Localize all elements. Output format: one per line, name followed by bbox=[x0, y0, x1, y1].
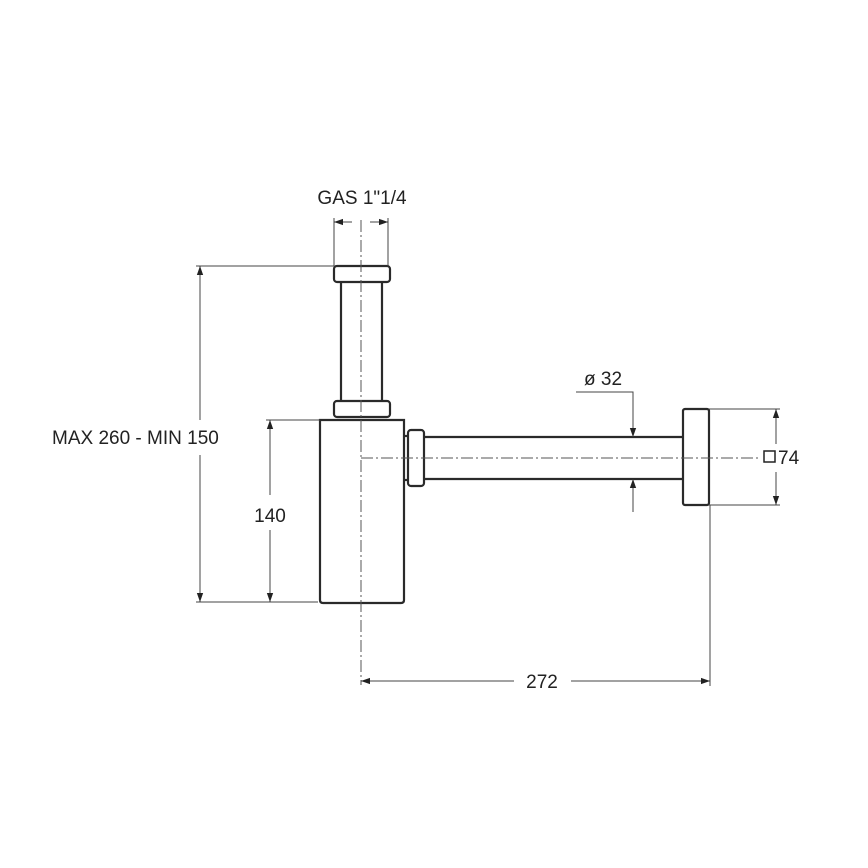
body-height-label: 140 bbox=[254, 506, 286, 527]
flange-size-label: 74 bbox=[778, 448, 800, 469]
dimension-height-range: MAX 260 - MIN 150 bbox=[52, 265, 334, 603]
bottle-body bbox=[318, 418, 406, 605]
dimension-flange: 74 bbox=[709, 408, 800, 506]
dimension-thread: GAS 1"1/4 bbox=[317, 188, 407, 266]
height-range-label: MAX 260 - MIN 150 bbox=[52, 428, 219, 449]
center-lines bbox=[360, 220, 760, 685]
thread-label: GAS 1"1/4 bbox=[317, 188, 407, 209]
dimension-body-height: 140 bbox=[254, 419, 320, 602]
dimension-pipe-diameter: ø 32 bbox=[576, 369, 637, 512]
square-section-icon bbox=[763, 450, 776, 463]
wall-distance-label: 272 bbox=[526, 672, 558, 693]
pipe-diameter-label: ø 32 bbox=[584, 369, 622, 390]
trap-geometry bbox=[318, 264, 711, 605]
lower-nut bbox=[332, 399, 392, 419]
top-nut bbox=[332, 264, 392, 284]
dimension-wall-distance: 272 bbox=[361, 505, 711, 693]
wall-flange bbox=[681, 407, 711, 507]
